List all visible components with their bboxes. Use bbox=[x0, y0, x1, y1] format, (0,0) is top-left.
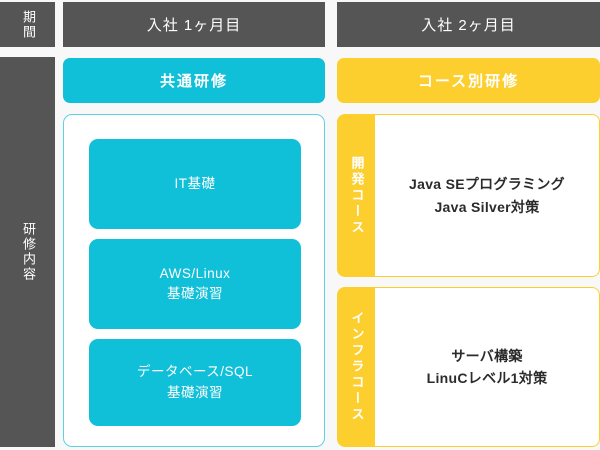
banner-common-training: 共通研修 bbox=[63, 58, 325, 103]
subject-box: データベース/SQL 基礎演習 bbox=[89, 339, 301, 426]
row-label-content: 研修内容 bbox=[0, 57, 55, 447]
period-header-month-2-label: 入社 2ヶ月目 bbox=[421, 17, 516, 34]
common-training-panel: IT基礎 AWS/Linux 基礎演習 データベース/SQL 基礎演習 bbox=[63, 114, 325, 447]
banner-course-specific-training-label: コース別研修 bbox=[417, 73, 520, 90]
subject-line: データベース/SQL bbox=[136, 364, 254, 380]
row-label-content-text: 研修内容 bbox=[20, 222, 36, 282]
course-content-line: Java Silver対策 bbox=[434, 198, 540, 215]
course-content-infrastructure: サーバ構築 LinuCレベル1対策 bbox=[375, 287, 600, 447]
subject-box: IT基礎 bbox=[89, 139, 301, 229]
course-tab-infrastructure: インフラコース bbox=[337, 287, 375, 447]
period-header-month-1: 入社 1ヶ月目 bbox=[63, 2, 325, 47]
subject-line: 基礎演習 bbox=[167, 384, 223, 400]
subject-box: AWS/Linux 基礎演習 bbox=[89, 239, 301, 329]
row-label-period: 期間 bbox=[0, 2, 55, 47]
banner-course-specific-training: コース別研修 bbox=[337, 58, 600, 103]
period-header-month-1-label: 入社 1ヶ月目 bbox=[146, 17, 242, 34]
course-content-line: LinuCレベル1対策 bbox=[426, 370, 548, 386]
subject-line: IT基礎 bbox=[174, 175, 216, 191]
course-tab-infrastructure-label: インフラコース bbox=[349, 311, 365, 423]
course-content-line: Java SEプログラミング bbox=[409, 176, 565, 193]
course-tab-development: 開発コース bbox=[337, 114, 375, 277]
period-header-month-2: 入社 2ヶ月目 bbox=[337, 2, 600, 47]
row-label-period-text: 期間 bbox=[20, 9, 36, 40]
course-tab-development-label: 開発コース bbox=[349, 155, 365, 236]
subject-line: 基礎演習 bbox=[167, 286, 223, 301]
banner-common-training-label: 共通研修 bbox=[159, 73, 228, 90]
course-content-line: サーバ構築 bbox=[451, 347, 523, 364]
subject-line: AWS/Linux bbox=[159, 265, 231, 281]
course-content-development: Java SEプログラミング Java Silver対策 bbox=[375, 114, 600, 277]
